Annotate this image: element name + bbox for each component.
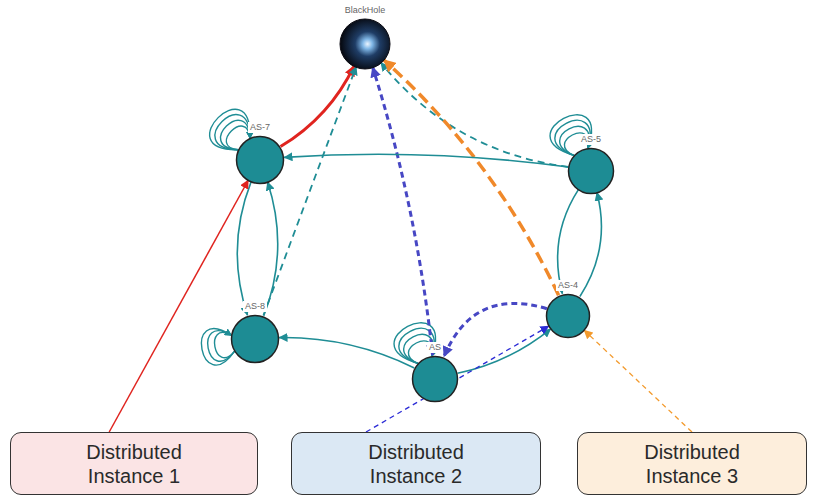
as-node: AS xyxy=(409,342,461,403)
node-label: BlackHole xyxy=(343,5,388,16)
connector xyxy=(384,60,559,295)
connector xyxy=(381,62,569,167)
blackhole-node: BlackHole xyxy=(337,5,393,70)
callout-text: Distributed Instance 3 xyxy=(617,440,767,488)
connector xyxy=(264,182,278,316)
connector xyxy=(373,67,433,355)
node-label: AS xyxy=(427,342,443,353)
connector xyxy=(444,303,547,356)
callout-box: Distributed Instance 3 xyxy=(577,432,807,495)
node-label: AS-7 xyxy=(248,122,272,133)
self-loop xyxy=(201,329,234,366)
connector xyxy=(580,192,602,296)
node-label: AS-5 xyxy=(579,134,603,145)
node-label: AS-4 xyxy=(556,280,580,291)
connector xyxy=(584,330,692,432)
as-node: AS-7 xyxy=(233,122,287,185)
connector xyxy=(558,189,579,293)
connector xyxy=(263,66,356,315)
callout-box: Distributed Instance 2 xyxy=(291,432,541,495)
connector xyxy=(109,180,248,432)
circle-shape xyxy=(233,134,287,186)
connector xyxy=(366,326,549,432)
connector xyxy=(284,154,568,167)
callout-box: Distributed Instance 1 xyxy=(10,432,258,495)
as-node: AS-4 xyxy=(543,280,593,339)
connector xyxy=(458,329,551,373)
blackhole-shape xyxy=(337,17,393,71)
circle-shape xyxy=(543,292,593,340)
as-node: AS-5 xyxy=(565,134,617,195)
connector xyxy=(281,66,355,147)
connector xyxy=(279,338,414,368)
callout-text: Distributed Instance 2 xyxy=(341,440,491,488)
as-node: AS-8 xyxy=(228,301,282,364)
callout-text: Distributed Instance 1 xyxy=(59,440,209,488)
connector xyxy=(237,181,251,315)
node-label: AS-8 xyxy=(243,301,267,312)
circle-shape xyxy=(565,146,617,196)
circle-shape xyxy=(409,354,461,404)
circle-shape xyxy=(228,313,282,365)
